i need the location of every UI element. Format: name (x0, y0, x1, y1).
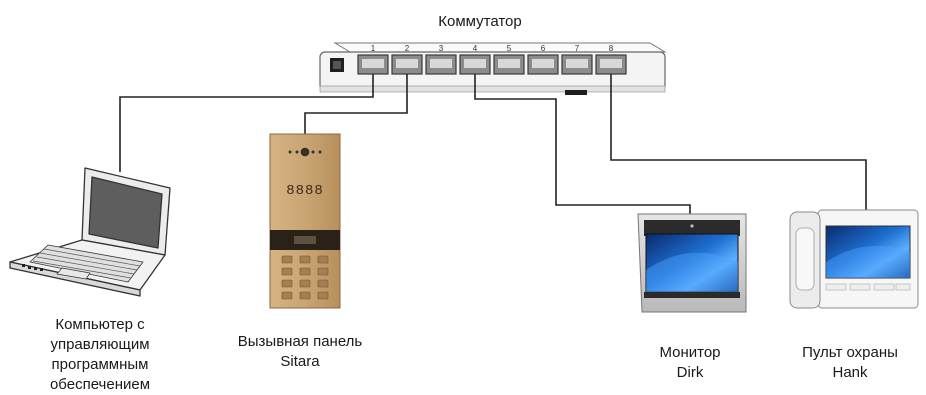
camera-icon (288, 147, 322, 157)
call-panel-label-line: Sitara (280, 353, 320, 370)
security-console-label: Пульт охраны Hank (780, 343, 920, 383)
panel-keypad (281, 255, 329, 300)
port-number: 8 (609, 44, 614, 53)
port-number: 3 (439, 44, 444, 53)
monitor-label-line: Dirk (676, 364, 704, 381)
network-switch: 1 2 3 4 5 (319, 42, 667, 95)
port-number: 7 (575, 44, 580, 53)
monitor-dirk (637, 213, 747, 313)
cable-port1-computer (119, 74, 374, 172)
port-number: 2 (405, 44, 410, 53)
security-console-label-line: Пульт охраны (802, 344, 898, 361)
switch-port-3: 3 (425, 44, 457, 75)
computer-label-line: управляющим (50, 336, 150, 353)
port-number: 1 (371, 44, 376, 53)
security-console-label-line: Hank (832, 364, 868, 381)
port-number: 5 (507, 44, 512, 53)
switch-port-7: 7 (561, 44, 593, 75)
computer-label-line: Компьютер с (55, 316, 145, 333)
port-number: 4 (473, 44, 478, 53)
cables (119, 74, 867, 216)
panel-digit-display: 8888 (286, 183, 324, 199)
laptop-computer (9, 167, 171, 297)
cable-port2-call-panel (304, 74, 408, 134)
switch-title: Коммутатор (438, 13, 522, 30)
computer-label-line: обеспечением (49, 376, 151, 393)
computer-label-line: программным (51, 356, 149, 373)
cable-port4-monitor (474, 74, 691, 216)
cable-port8-console (610, 74, 867, 212)
monitor-label: Монитор Dirk (620, 343, 760, 383)
call-panel-label-line: Вызывная панель (237, 333, 363, 350)
switch-port-4: 4 (459, 44, 491, 75)
call-panel-sitara: 8888 (269, 133, 341, 309)
switch-port-5: 5 (493, 44, 525, 75)
call-panel-label: Вызывная панель Sitara (210, 332, 390, 372)
security-console-hank (789, 209, 919, 309)
switch-port-8: 8 (595, 44, 627, 75)
switch-port-6: 6 (527, 44, 559, 75)
computer-label: Компьютер с управляющим программным обес… (5, 315, 195, 395)
monitor-label-line: Монитор (659, 344, 721, 361)
port-number: 6 (541, 44, 546, 53)
